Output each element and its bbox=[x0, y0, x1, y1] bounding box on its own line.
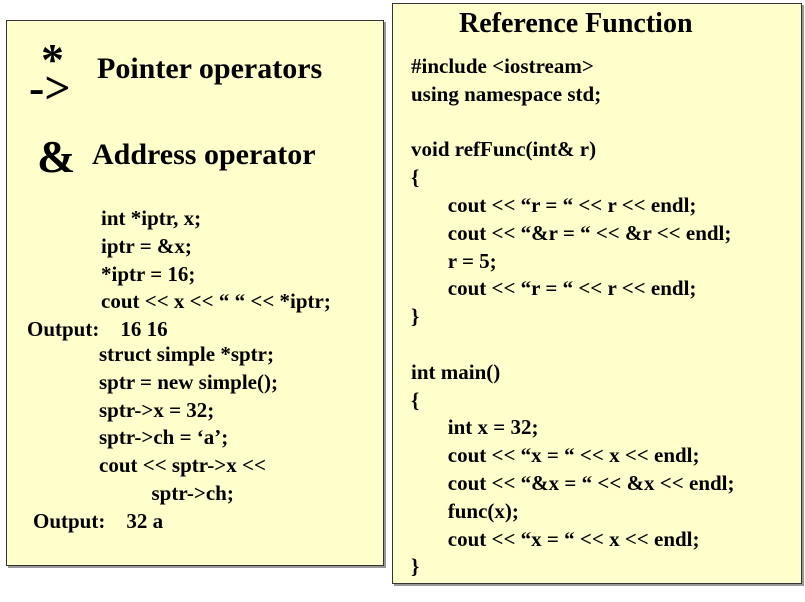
reference-code-line: cout << “x = “ << x << endl; bbox=[411, 443, 700, 468]
code-block-2-line: struct simple *sptr; bbox=[99, 342, 274, 366]
code-block-1-line: int *iptr, x; bbox=[101, 206, 202, 230]
pointer-code-block: int *iptr, x; iptr = &x; *iptr = 16; cout <… bbox=[101, 205, 331, 316]
reference-code-line bbox=[411, 109, 735, 137]
address-operator-heading: Address operator bbox=[92, 138, 316, 171]
reference-code-line: func(x); bbox=[411, 498, 519, 523]
code-block-2-line: sptr->ch; bbox=[99, 480, 234, 505]
pointer-operators-heading: Pointer operators bbox=[97, 52, 323, 85]
struct-code-block: struct simple *sptr; sptr = new simple();… bbox=[99, 341, 278, 508]
output-line-2: Output: 32 a bbox=[33, 509, 164, 533]
reference-code-line bbox=[411, 331, 735, 359]
reference-code-line: cout << “r = “ << r << endl; bbox=[411, 276, 697, 301]
reference-code-line: int x = 32; bbox=[411, 415, 539, 440]
reference-code-line: { bbox=[411, 165, 420, 190]
reference-code-line: cout << “&r = “ << &r << endl; bbox=[411, 220, 732, 245]
reference-code-line: cout << “x = “ << x << endl; bbox=[411, 526, 700, 551]
star-symbol: * bbox=[41, 34, 64, 85]
pointer-operators-panel: * -> Pointer operators & Address operato… bbox=[6, 20, 384, 566]
code-block-2-line: sptr = new simple(); bbox=[99, 369, 278, 394]
reference-code-block: #include <iostream>using namespace std; … bbox=[411, 53, 735, 581]
reference-code-line: cout << “&x = “ << &x << endl; bbox=[411, 470, 735, 495]
arrow-symbol: -> bbox=[29, 62, 71, 113]
code-block-2-line: sptr->x = 32; bbox=[99, 397, 215, 422]
reference-code-line: using namespace std; bbox=[411, 81, 602, 106]
ampersand-symbol: & bbox=[37, 131, 76, 182]
output-line-1: Output: 16 16 bbox=[27, 317, 168, 341]
code-block-2-line: sptr->ch = ‘a’; bbox=[99, 425, 229, 450]
reference-code-line: } bbox=[411, 304, 420, 329]
code-block-1-line: iptr = &x; bbox=[101, 233, 192, 258]
code-block-1-line: cout << x << “ “ << *iptr; bbox=[101, 289, 331, 314]
code-block-1-line: *iptr = 16; bbox=[101, 261, 196, 286]
reference-code-line: void refFunc(int& r) bbox=[411, 137, 597, 162]
reference-code-line: } bbox=[411, 554, 420, 579]
panel-title: Reference Function bbox=[459, 8, 693, 39]
reference-code-line: { bbox=[411, 387, 420, 412]
reference-code-line: r = 5; bbox=[411, 248, 497, 273]
reference-code-line: cout << “r = “ << r << endl; bbox=[411, 192, 697, 217]
code-block-2-line: cout << sptr->x << bbox=[99, 453, 266, 478]
reference-code-line: int main() bbox=[411, 359, 501, 384]
reference-function-panel: Reference Function #include <iostream> us… bbox=[392, 3, 802, 584]
reference-code-line: #include <iostream> bbox=[411, 54, 594, 78]
